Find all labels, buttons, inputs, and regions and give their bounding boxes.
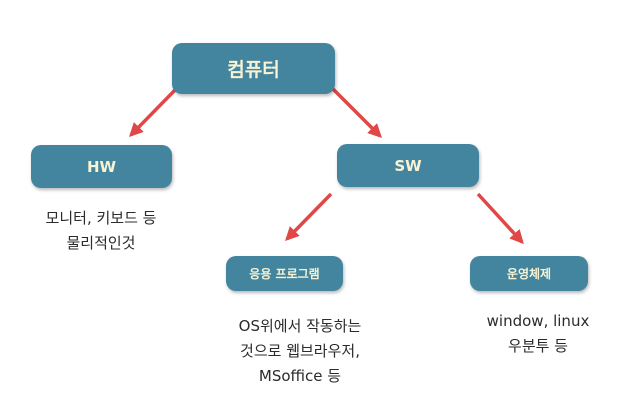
arrow-sw-to-os <box>476 192 524 245</box>
arrow-root-to-sw <box>331 87 382 138</box>
node-operating-system: 운영체제 <box>470 256 588 291</box>
description-line: OS위에서 작동하는 <box>238 317 362 335</box>
node-hardware: HW <box>31 145 172 188</box>
description-line: 물리적인것 <box>66 234 136 252</box>
description-hardware: 모니터, 키보드 등 물리적인것 <box>21 206 181 256</box>
description-line: MSoffice 등 <box>258 367 342 385</box>
description-line: window, linux <box>486 312 590 330</box>
description-line: 우분투 등 <box>508 337 568 355</box>
description-operating-system: window, linux 우분투 등 <box>458 309 618 359</box>
node-application-program: 응용 프로그램 <box>226 256 343 291</box>
description-line: 모니터, 키보드 등 <box>45 209 157 227</box>
description-application-program: OS위에서 작동하는 것으로 웹브라우저, MSoffice 등 <box>205 314 395 389</box>
arrow-root-to-hw <box>129 87 178 138</box>
node-software: SW <box>337 144 479 187</box>
node-computer: 컴퓨터 <box>172 43 335 94</box>
description-line: 것으로 웹브라우저, <box>240 342 360 360</box>
arrow-sw-to-app <box>285 192 333 242</box>
